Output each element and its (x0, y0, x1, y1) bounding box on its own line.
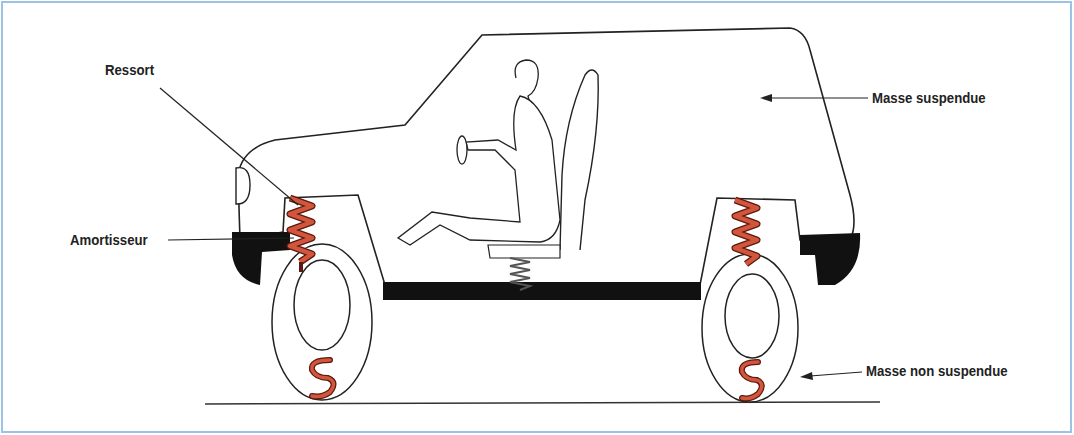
headlight (236, 168, 250, 204)
arrow-head (760, 94, 772, 102)
steering-wheel (457, 136, 467, 164)
rear-bumper (800, 233, 860, 285)
rear-tire-spring (742, 362, 762, 399)
part-label: Ressort (105, 61, 154, 79)
sill-bar (383, 282, 701, 300)
part-label: Masse suspendue (872, 89, 986, 107)
seat-base (488, 245, 560, 258)
part-label: Masse non suspendue (866, 362, 1008, 380)
rear-tire-spring-outline (742, 362, 762, 399)
front-tire-spring (312, 360, 334, 397)
front-tire (272, 244, 372, 400)
seat-back (560, 70, 598, 250)
part-label: Amortisseur (70, 231, 148, 249)
rear-tire (702, 254, 798, 402)
front-damper-rod (299, 262, 303, 272)
rear-rim (725, 274, 779, 358)
rear-spring (735, 200, 757, 264)
seat-spring (510, 258, 530, 290)
front-rim (294, 260, 350, 350)
front-spring (290, 198, 312, 262)
front-spring-outline (290, 198, 312, 262)
front-tire-spring-outline (312, 360, 334, 397)
leader-arrow (768, 97, 868, 98)
rear-spring-outline (735, 200, 757, 264)
leader-arrow (810, 372, 862, 376)
driver-body (398, 96, 560, 245)
ground-line (205, 402, 880, 404)
leader-line (168, 238, 294, 240)
arrow-head (800, 372, 813, 380)
leader-line (160, 88, 298, 205)
